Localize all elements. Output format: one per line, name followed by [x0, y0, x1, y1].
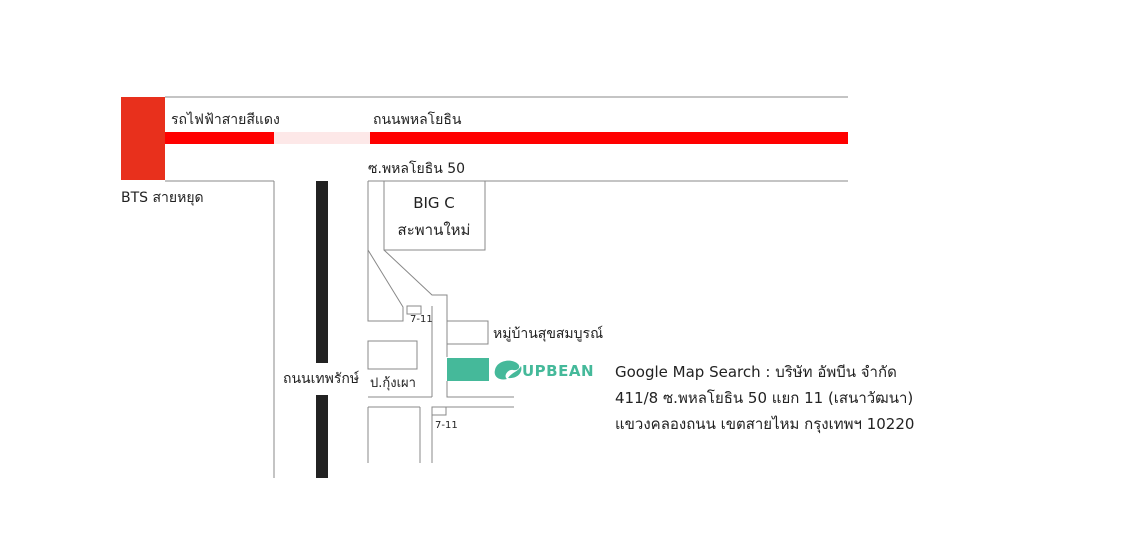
- thepharak-road-upper: [316, 181, 328, 363]
- soi-main-lower: [446, 381, 514, 398]
- bts-line-right: [370, 132, 848, 144]
- thepharak-road-lower: [316, 395, 328, 478]
- bts-line-faded: [274, 132, 370, 144]
- village-label: หมู่บ้านสุขสมบูรณ์: [493, 325, 603, 342]
- bean-logo-icon: [494, 360, 522, 380]
- main-road-label: ถนนพหลโยธิน: [373, 111, 462, 128]
- big-c-building: [383, 180, 486, 251]
- contact-info: Google Map Search : บริษัท อัพบีน จำกัด …: [615, 359, 1115, 437]
- soi-phahon-50-label: ซ.พหลโยธิน 50: [368, 160, 465, 177]
- seven-eleven-box-1: [406, 305, 422, 315]
- seven-eleven-label-2: 7-11: [435, 420, 458, 431]
- big-c-label-line1: BIG C: [413, 194, 455, 212]
- contact-line-2: 411/8 ซ.พหลโยธิน 50 แยก 11 (เสนาวัฒนา): [615, 389, 914, 407]
- upbean-brand-text: UPBEAN: [522, 362, 594, 380]
- shrimp-shop-label: ป.กุ้งเผา: [370, 376, 416, 391]
- seven-eleven-label-1: 7-11: [410, 314, 433, 325]
- bts-station-label: BTS สายหยุด: [121, 190, 204, 206]
- big-c-label-line2: สะพานใหม่: [398, 221, 471, 239]
- village-block: [446, 320, 489, 345]
- shrimp-shop-block: [367, 340, 418, 370]
- soi-diagonal-left: [367, 249, 404, 322]
- bts-line-left: [165, 132, 274, 144]
- contact-line-3: แขวงคลองถนน เขตสายไหม กรุงเทพฯ 10220: [615, 415, 915, 433]
- bts-line-label: รถไฟฟ้าสายสีแดง: [171, 111, 280, 128]
- thepharak-road-label: ถนนเทพรักษ์: [283, 370, 359, 387]
- seven-eleven-box-2: [431, 406, 447, 416]
- contact-line-1: Google Map Search : บริษัท อัพบีน จำกัด: [615, 363, 897, 381]
- bts-station-block: [121, 97, 165, 180]
- upbean-location-block: [447, 358, 489, 381]
